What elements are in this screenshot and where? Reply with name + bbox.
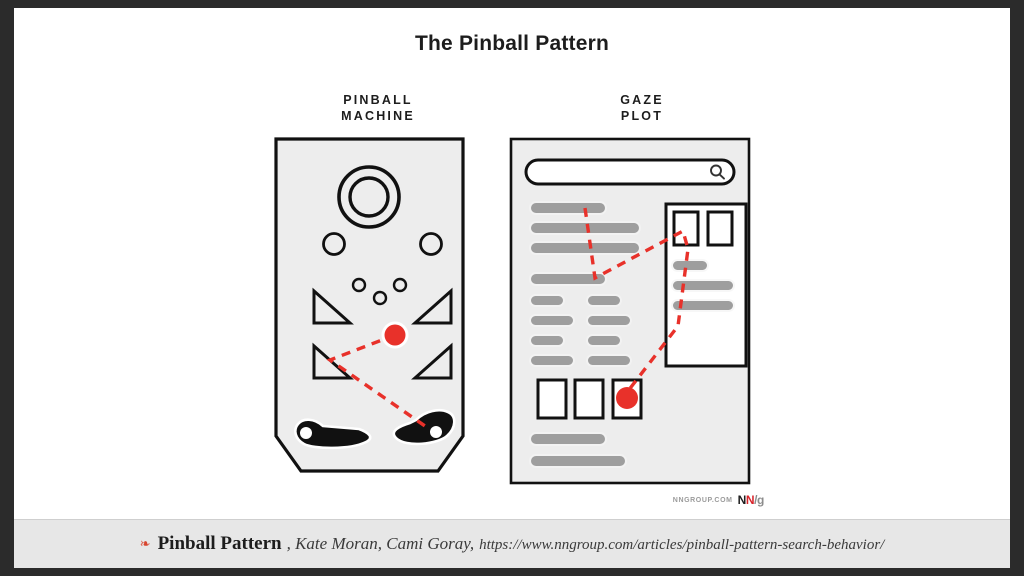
thumbnail-box-fixated [611, 378, 643, 420]
side-panel-box [672, 210, 700, 247]
result-bar [529, 241, 641, 255]
side-panel-bar [671, 279, 735, 292]
gaze-fixation-dot [616, 387, 638, 409]
triangle-bumper-upper-left [312, 287, 354, 325]
paired-bar [586, 314, 632, 327]
gaze-plot-label: GAZE PLOT [522, 92, 762, 124]
gaze-plot-illustration [509, 137, 751, 485]
illustration-artboard [274, 137, 751, 485]
pinball-ball-halo [381, 321, 409, 349]
thumbnail-box [573, 378, 605, 420]
nng-logo-slash-g: /g [754, 493, 764, 507]
footer-bar [529, 454, 627, 468]
footer-bar [529, 432, 607, 446]
nngroup-site-label: NNGROUP.COM [672, 496, 733, 504]
gaze-plot-label-line2: PLOT [620, 109, 664, 123]
nng-logo: NN/g [737, 493, 765, 507]
flipper-left-pivot [300, 427, 312, 439]
triangle-bumper-lower-right [411, 342, 453, 380]
nngroup-credit: NNGROUP.COM NN/g [642, 493, 765, 507]
result-bar [529, 221, 641, 235]
flipper-right-pivot [430, 426, 442, 438]
pinball-machine-illustration [274, 137, 465, 473]
ball-trajectory-path [326, 333, 426, 428]
side-panel-bar [671, 259, 709, 272]
paired-bar [586, 334, 622, 347]
thumbnail-box-group [536, 378, 643, 420]
caption-marker-icon: ❧ [139, 536, 151, 551]
nng-logo-n1: N [737, 493, 747, 507]
paired-bar [529, 354, 575, 367]
pinball-ball [384, 324, 406, 346]
nng-logo-n2: N [745, 493, 755, 507]
side-panel-box [706, 210, 734, 247]
gaze-plot-label-line1: GAZE [620, 93, 664, 107]
side-panel-bar [671, 299, 735, 312]
paired-bar [529, 334, 565, 347]
mid-bumper-left-icon [322, 232, 346, 256]
side-panel [664, 202, 748, 368]
paired-bar-group [529, 294, 632, 367]
gaze-plot-page [509, 137, 751, 485]
caption-url[interactable]: https://www.nngroup.com/articles/pinball… [479, 537, 885, 553]
flipper-left [294, 418, 372, 450]
peg-left-icon [351, 277, 367, 293]
paired-bar [586, 354, 632, 367]
top-bumper-inner-ring-icon [348, 176, 390, 218]
caption-title: Pinball Pattern [157, 533, 282, 554]
pinball-machine-label: PINBALL MACHINE [280, 92, 476, 124]
paired-bar [586, 294, 622, 307]
peg-center-icon [372, 290, 388, 306]
caption-bar: ❧ Pinball Pattern , Kate Moran, Cami Gor… [14, 519, 1010, 568]
search-icon[interactable] [710, 164, 725, 180]
caption-authors: , Kate Moran, Cami Goray, [286, 534, 475, 553]
result-bar [529, 272, 607, 286]
search-bar[interactable] [524, 158, 736, 186]
page-title: The Pinball Pattern [415, 32, 609, 55]
mid-bumper-right-icon [419, 232, 443, 256]
paired-bar [529, 314, 575, 327]
peg-right-icon [392, 277, 408, 293]
pinball-machine-label-line2: MACHINE [341, 109, 415, 123]
pinball-machine-label-line1: PINBALL [343, 93, 413, 107]
triangle-bumper-upper-right [411, 287, 453, 325]
gaze-scanpath [583, 207, 690, 393]
pinball-machine-body [274, 137, 465, 473]
slide-canvas: The Pinball Pattern PINBALL MACHINE GAZE… [14, 8, 1010, 568]
top-bumper-outer-ring-icon [337, 165, 401, 229]
triangle-bumper-lower-left [312, 342, 354, 380]
paired-bar [529, 294, 565, 307]
result-bar-group [529, 201, 641, 286]
thumbnail-box [536, 378, 568, 420]
result-bar [529, 201, 607, 215]
flipper-right [392, 408, 456, 446]
